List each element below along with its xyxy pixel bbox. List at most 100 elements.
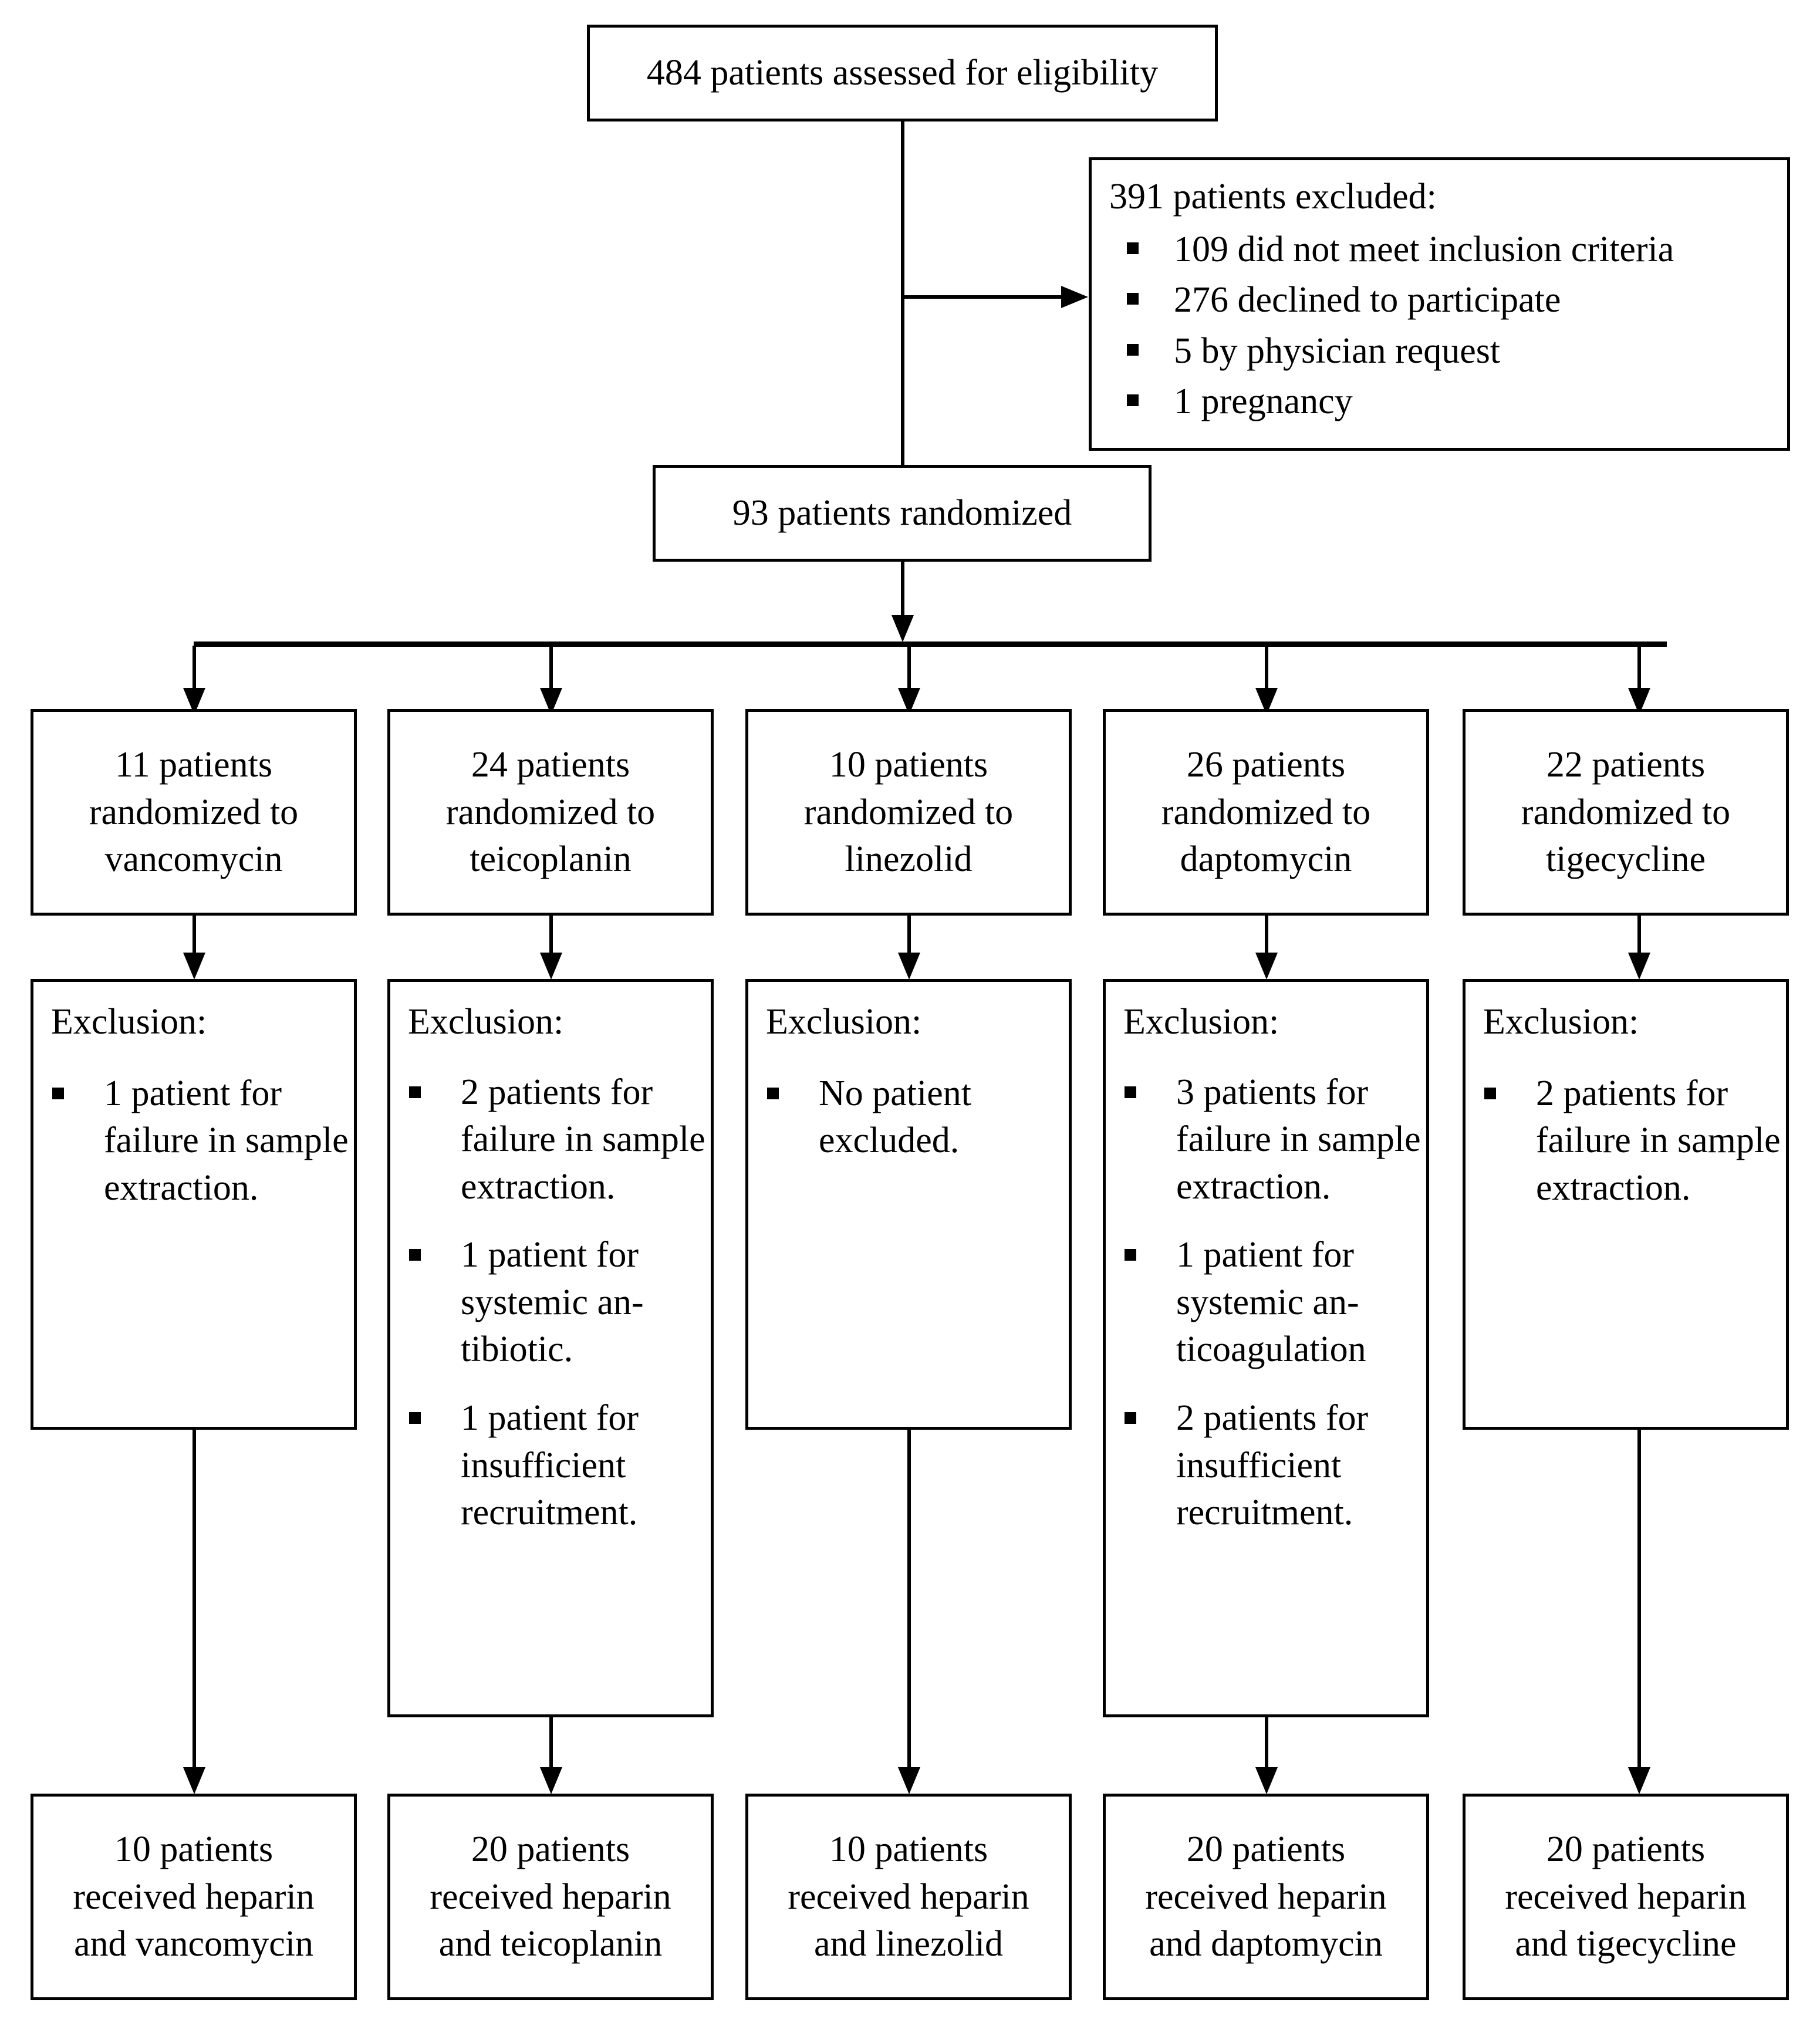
square-bullet-icon	[1125, 1086, 1136, 1098]
allocation-text: 24 patients randomized to teicoplanin	[445, 745, 656, 880]
exclusion-text: 1 patient for insufficient recruitment.	[461, 1398, 639, 1533]
node-received-arm-3: 10 patients received heparin and linezol…	[745, 1794, 1072, 2000]
exclusion-list-arm-3: No patient excluded.	[748, 1070, 1069, 1164]
excluded-reason-text: 5 by physician request	[1174, 330, 1501, 371]
arrow-to-excluded-icon	[1061, 286, 1088, 308]
connector-bar-to-arm-4	[1265, 646, 1268, 721]
arrow-arm-4-exclusion-icon	[1255, 953, 1278, 980]
square-bullet-icon	[1127, 242, 1139, 254]
received-text: 20 patients received heparin and tigecyc…	[1505, 1829, 1747, 1964]
connector-arm-5-to-exclusion	[1637, 916, 1641, 967]
list-item: 3 patients for failure in sample extract…	[1115, 1069, 1426, 1211]
exclusion-heading: Exclusion:	[766, 1002, 922, 1042]
allocation-text: 11 patients randomized to vancomycin	[89, 745, 299, 880]
connector-exclusion-5-to-received	[1637, 1430, 1641, 1782]
node-exclusion-arm-5: Exclusion: 2 patients for failure in sam…	[1463, 979, 1789, 1430]
arrow-received-4-icon	[1255, 1767, 1278, 1794]
exclusion-heading: Exclusion:	[1123, 1002, 1279, 1042]
node-received-arm-1: 10 patients received heparin and vancomy…	[31, 1794, 357, 2000]
arrow-received-2-icon	[540, 1767, 562, 1794]
list-item: 109 did not meet inclusion criteria	[1109, 226, 1787, 274]
connector-arm-3-to-exclusion	[907, 916, 911, 967]
node-received-arm-4: 20 patients received heparin and daptomy…	[1103, 1794, 1429, 2000]
list-item: 1 patient for insufficient recruitment.	[400, 1395, 711, 1537]
node-allocation-arm-2: 24 patients randomized to teicoplanin	[387, 709, 714, 916]
connector-exclusion-4-to-received	[1265, 1717, 1268, 1782]
excluded-reason-list: 109 did not meet inclusion criteria 276 …	[1092, 222, 1787, 426]
square-bullet-icon	[1127, 293, 1139, 305]
connector-bar-to-arm-1	[193, 646, 196, 721]
exclusion-heading: Exclusion:	[51, 1002, 207, 1042]
excluded-reason-text: 276 declined to participate	[1174, 280, 1561, 320]
square-bullet-icon	[1127, 343, 1139, 356]
square-bullet-icon	[1125, 1249, 1136, 1261]
node-allocation-arm-1: 11 patients randomized to vancomycin	[31, 709, 357, 916]
arrow-arm-1-exclusion-icon	[183, 953, 205, 980]
node-exclusion-arm-2: Exclusion: 2 patients for failure in sam…	[387, 979, 714, 1717]
allocation-text: 22 patients randomized to tigecycline	[1521, 745, 1731, 880]
arrow-randomized-to-bar-icon	[892, 615, 914, 642]
connector-arm-1-to-exclusion	[193, 916, 196, 967]
node-received-arm-5: 20 patients received heparin and tigecyc…	[1463, 1794, 1789, 2000]
square-bullet-icon	[1127, 394, 1139, 407]
exclusion-text: 3 patients for failure in sample extract…	[1176, 1072, 1421, 1207]
list-item: 5 by physician request	[1109, 328, 1787, 375]
list-item: 2 patients for failure in sample extract…	[400, 1069, 711, 1211]
list-item: 276 declined to participate	[1109, 276, 1787, 324]
connector-exclusion-2-to-received	[549, 1717, 553, 1782]
node-allocation-arm-4: 26 patients randomized to daptomycin	[1103, 709, 1429, 916]
connector-randomized-stem	[901, 562, 904, 617]
square-bullet-icon	[409, 1249, 421, 1261]
exclusion-text: 1 patient for systemic an-tibiotic.	[461, 1235, 644, 1370]
connector-bar-to-arm-5	[1637, 646, 1641, 721]
connector-bar-to-arm-2	[549, 646, 553, 721]
node-allocation-arm-3: 10 patients randomized to linezolid	[745, 709, 1072, 916]
allocation-text: 10 patients randomized to linezolid	[803, 745, 1014, 880]
exclusion-text: 1 patient for systemic an-ticoagulation	[1176, 1235, 1366, 1370]
excluded-reason-text: 109 did not meet inclusion criteria	[1174, 229, 1674, 269]
node-received-arm-2: 20 patients received heparin and teicopl…	[387, 1794, 714, 2000]
received-text: 20 patients received heparin and daptomy…	[1145, 1829, 1387, 1964]
node-exclusion-arm-4: Exclusion: 3 patients for failure in sam…	[1103, 979, 1429, 1717]
list-item: 1 patient for systemic an-ticoagulation	[1115, 1231, 1426, 1373]
received-text: 10 patients received heparin and vancomy…	[73, 1829, 315, 1964]
exclusion-text: 2 patients for failure in sample extract…	[1536, 1073, 1781, 1208]
assessed-text: 484 patients assessed for eligibility	[646, 53, 1159, 93]
node-exclusion-arm-3: Exclusion: No patient excluded.	[745, 979, 1072, 1430]
connector-exclusion-1-to-received	[193, 1430, 196, 1782]
connector-bar-to-arm-3	[907, 646, 911, 721]
exclusion-text: 2 patients for insufficient recruitment.	[1176, 1398, 1369, 1533]
arrow-received-5-icon	[1628, 1767, 1650, 1794]
list-item: 1 patient for systemic an-tibiotic.	[400, 1231, 711, 1373]
randomized-text: 93 patients randomized	[732, 493, 1072, 534]
node-patients-randomized: 93 patients randomized	[653, 465, 1152, 562]
square-bullet-icon	[52, 1087, 64, 1099]
exclusion-heading: Exclusion:	[1483, 1002, 1639, 1042]
exclusion-text: No patient excluded.	[819, 1073, 971, 1161]
node-allocation-arm-5: 22 patients randomized to tigecycline	[1463, 709, 1789, 916]
arrow-arm-3-exclusion-icon	[898, 953, 920, 980]
arrow-received-1-icon	[183, 1767, 205, 1794]
allocation-text: 26 patients randomized to daptomycin	[1161, 745, 1371, 880]
exclusion-text: 1 patient for failure in sample extracti…	[104, 1073, 349, 1208]
node-patients-excluded: 391 patients excluded: 109 did not meet …	[1089, 157, 1790, 451]
list-item: 2 patients for insufficient recruitment.	[1115, 1395, 1426, 1537]
received-text: 10 patients received heparin and linezol…	[788, 1829, 1029, 1964]
connector-arm-2-to-exclusion	[549, 916, 553, 967]
node-assessed-for-eligibility: 484 patients assessed for eligibility	[587, 25, 1218, 121]
exclusion-list-arm-4: 3 patients for failure in sample extract…	[1106, 1061, 1426, 1537]
square-bullet-icon	[409, 1086, 421, 1098]
square-bullet-icon	[1484, 1087, 1496, 1099]
exclusion-list-arm-5: 2 patients for failure in sample extract…	[1466, 1070, 1786, 1212]
list-item: 1 patient for failure in sample extracti…	[43, 1070, 354, 1212]
exclusion-list-arm-2: 2 patients for failure in sample extract…	[390, 1061, 711, 1537]
exclusion-list-arm-1: 1 patient for failure in sample extracti…	[33, 1070, 354, 1212]
received-text: 20 patients received heparin and teicopl…	[430, 1829, 671, 1964]
list-item: No patient excluded.	[758, 1070, 1069, 1164]
arrow-received-3-icon	[898, 1767, 920, 1794]
exclusion-heading: Exclusion:	[408, 1002, 564, 1042]
square-bullet-icon	[1125, 1412, 1136, 1424]
arrow-arm-5-exclusion-icon	[1628, 953, 1650, 980]
arrow-arm-2-exclusion-icon	[540, 953, 562, 980]
